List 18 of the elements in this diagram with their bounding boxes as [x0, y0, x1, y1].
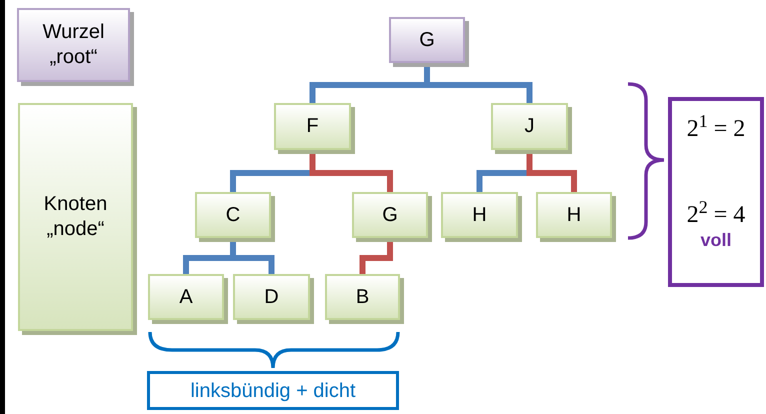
node-label: G — [381, 202, 399, 228]
node-label: H — [471, 202, 488, 228]
sum-box — [668, 97, 764, 287]
node-label: G — [418, 28, 436, 52]
note-box — [147, 371, 399, 410]
node-label: H — [566, 202, 582, 228]
node-label: Wurzel „root“ — [42, 20, 106, 70]
math-formula: 2$^{1}$ = 2 — [686, 117, 746, 141]
node-label: D — [263, 284, 280, 310]
node-label: F — [305, 114, 320, 139]
node-label: A — [178, 284, 194, 310]
node-label: linksbündig + dicht — [189, 378, 357, 404]
node-label: Knoten „node“ — [42, 192, 108, 242]
node-label: J — [524, 114, 536, 139]
node-label: B — [354, 284, 370, 310]
math-formula: 2$^{2}$ = 4 — [686, 203, 746, 227]
node-label: C — [224, 202, 242, 228]
result-label: voll — [700, 231, 732, 249]
